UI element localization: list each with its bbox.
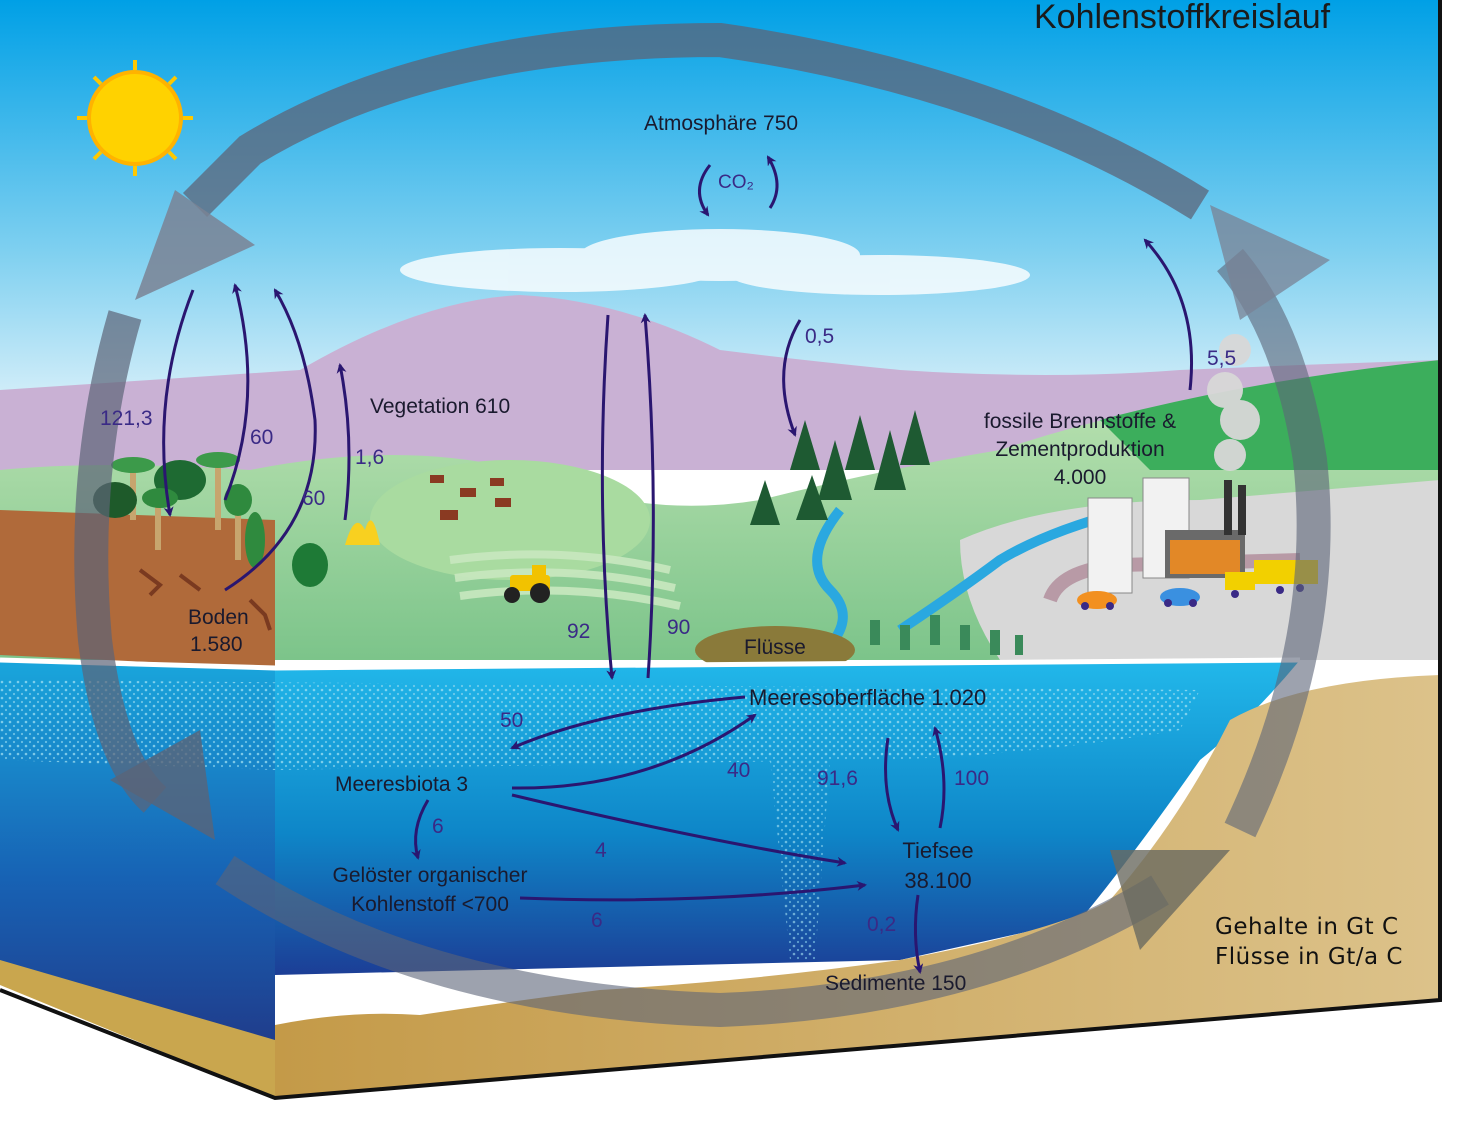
- arrow-surface-deep: [884, 737, 900, 832]
- flux-biota-doc: 6: [432, 815, 444, 838]
- far-hill: [1100, 360, 1440, 470]
- roots: [138, 568, 272, 631]
- city: [1087, 477, 1246, 594]
- fire-icon: [345, 520, 380, 545]
- arrow-co2-right: [766, 155, 779, 209]
- label-fossil-1: fossile Brennstoffe &: [983, 410, 1177, 433]
- vehicles: [1077, 560, 1318, 610]
- diagram-title: Kohlenstoffkreislauf: [1034, 0, 1331, 36]
- flux-ocean-uptake: 92: [567, 620, 591, 643]
- flux-surface-deep: 91,6: [817, 767, 858, 790]
- flux-photosynthesis: 121,3: [100, 407, 153, 430]
- label-fossil-2: Zementproduktion: [995, 438, 1165, 461]
- arrow-co2-left: [698, 164, 712, 217]
- arrow-landuse: [336, 363, 351, 521]
- flux-deep-surface: 100: [954, 767, 990, 790]
- flux-deep-sediment: 0,2: [867, 913, 897, 936]
- arrow-doc-deep: [519, 880, 867, 902]
- label-atmosphere: Atmosphäre 750: [644, 112, 799, 135]
- flux-biota-surface: 40: [727, 759, 751, 782]
- flux-soil-respiration: 60: [302, 487, 326, 510]
- seafloor-side: [0, 960, 275, 1098]
- cycle-arrow-bottom: [215, 855, 1169, 1028]
- arrow-ocean-release: [640, 313, 655, 679]
- conifers: [750, 410, 930, 525]
- flux-land-use: 1,6: [355, 446, 385, 469]
- label-soil-value: 1.580: [190, 633, 243, 656]
- box-edge: [0, 0, 1442, 1101]
- cattle: [430, 475, 511, 520]
- cycle-arrow-top: [182, 22, 1210, 220]
- sun-icon: [77, 60, 193, 176]
- arrow-photosynthesis: [162, 289, 195, 517]
- wetland-trees: [870, 615, 1023, 655]
- arrow-surface-biota: [510, 695, 746, 750]
- label-doc-1: Gelöster organischer: [332, 864, 528, 887]
- label-doc-2: Kohlenstoff <700: [351, 893, 509, 916]
- arrow-biota-doc: [410, 799, 430, 860]
- label-sediments: Sedimente 150: [825, 972, 967, 995]
- flux-fossil-emissions: 5,5: [1207, 347, 1237, 370]
- flux-biota-deep: 4: [595, 839, 607, 862]
- mixing-layer: [0, 680, 1200, 770]
- cycle-arrow-left: [74, 310, 167, 813]
- soil: [0, 510, 275, 668]
- cycle-arrows: [74, 22, 1331, 1028]
- label-fossil-value: 4.000: [1053, 466, 1107, 489]
- farm-hill: [370, 460, 650, 580]
- flux-plant-respiration: 60: [250, 426, 274, 449]
- smoke: [1207, 334, 1260, 471]
- label-rivers: Flüsse: [744, 636, 806, 659]
- arrow-forest-uptake: [782, 319, 802, 437]
- label-deep-sea-name: Tiefsee: [902, 838, 974, 863]
- label-ocean-surface: Meeresoberfläche 1.020: [749, 685, 987, 710]
- flux-ocean-release: 90: [667, 616, 691, 639]
- arrow-biota-deep: [511, 793, 847, 867]
- arrow-plant-resp: [223, 283, 250, 501]
- arrow-biota-surface: [511, 713, 757, 790]
- label-co2: CO₂: [718, 172, 754, 193]
- flux-surface-biota: 50: [500, 709, 524, 732]
- label-soil-name: Boden: [188, 606, 249, 629]
- label-deep-sea-value: 38.100: [904, 868, 972, 893]
- arrow-fossil: [1143, 238, 1194, 391]
- flux-doc-deep: 6: [591, 909, 603, 932]
- river-left: [812, 506, 848, 659]
- seafloor: [275, 675, 1440, 1098]
- arrow-deep-sediment: [913, 894, 924, 974]
- flux-forest-uptake: 0,5: [805, 325, 835, 348]
- clouds: [400, 229, 1030, 295]
- cycle-arrow-right: [1216, 248, 1331, 838]
- forest-left: [93, 452, 328, 587]
- river-right: [897, 505, 1132, 635]
- legend-fluxes: Flüsse in Gt/a C: [1215, 944, 1403, 970]
- label-vegetation: Vegetation 610: [370, 395, 511, 418]
- arrow-ocean-uptake: [600, 314, 617, 680]
- sinking-plume: [770, 760, 830, 960]
- legend-stocks: Gehalte in Gt C: [1215, 914, 1399, 940]
- flux-arrows: [162, 155, 1194, 974]
- tractor-icon: [504, 565, 550, 603]
- label-marine-biota: Meeresbiota 3: [335, 773, 469, 796]
- arrow-soil-resp: [224, 288, 317, 592]
- arrow-deep-surface: [932, 726, 946, 829]
